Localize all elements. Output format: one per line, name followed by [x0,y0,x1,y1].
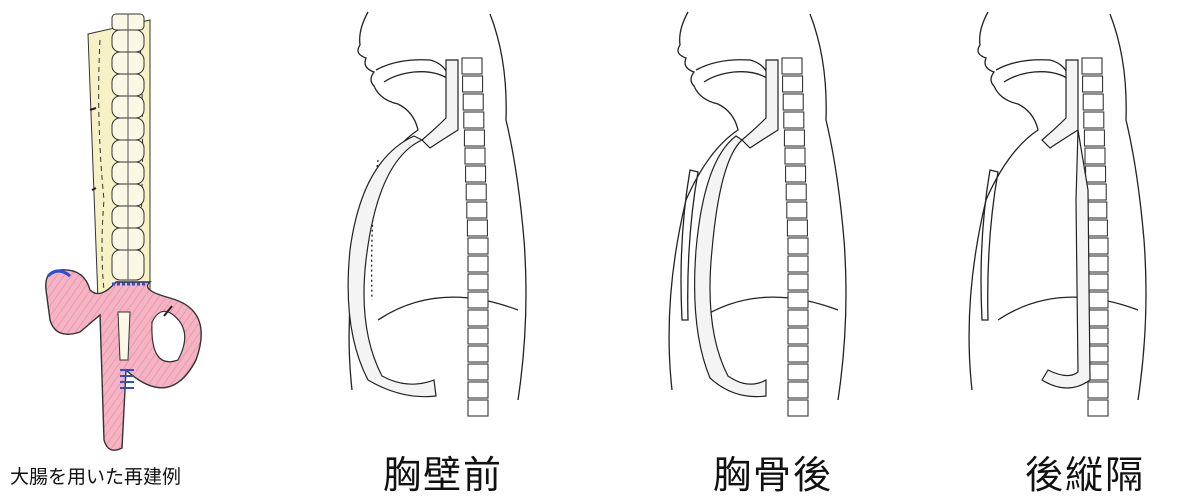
vertebra [784,130,804,146]
colon-reconstruction-illustration [0,0,300,492]
spine [462,58,488,416]
diaphragm [998,297,1138,320]
diaphragm [698,297,838,320]
vertebra [788,328,808,344]
vertebra [788,364,808,380]
vertebra [468,292,488,308]
vertebra [783,94,803,110]
vertebra [1083,76,1103,92]
vertebra [464,130,484,146]
conduit-path [1042,60,1078,148]
oral-cavity [696,60,770,82]
vertebra [468,346,488,362]
vertebra [1088,364,1108,380]
vertebra [468,382,488,398]
vertebra [1088,292,1108,308]
vertebra [467,220,487,236]
retrosternal-illustration [620,0,920,440]
body-outline [969,12,1146,400]
posterior-mediastinal-caption: 後縦隔 [1025,444,1145,499]
vertebra [1088,382,1108,398]
vertebra [787,202,807,218]
front-profile [969,12,1038,390]
vertebra [463,94,483,110]
conduit-path [422,60,458,148]
vertebra [788,400,808,416]
vertebra [468,238,488,254]
vertebra [1087,220,1107,236]
vertebra [1084,112,1104,128]
back-profile [1110,14,1146,400]
vertebra [1088,238,1108,254]
reconstruction-conduit [348,60,458,397]
spine [782,58,808,416]
antethoracic-illustration [300,0,600,440]
vertebra [1088,400,1108,416]
back-profile [490,14,526,400]
vertebra [468,256,488,272]
reconstruction-conduit [695,60,778,397]
vertebra [1086,166,1106,182]
posterior-mediastinal-panel: 後縦隔 [930,0,1190,492]
vertebra [1084,130,1104,146]
antethoracic-caption: 胸壁前 [383,444,503,499]
vertebra [1085,148,1105,164]
oral-cavity [376,60,450,82]
vertebra [788,292,808,308]
vertebra [468,400,488,416]
vertebra [463,76,483,92]
vertebra [468,274,488,290]
vertebra [788,310,808,326]
vertebra [785,148,805,164]
vertebra [1088,274,1108,290]
vertebra [1086,184,1106,200]
vertebra [788,238,808,254]
vertebra [468,310,488,326]
colon-example-caption: 大腸を用いた再建例 [10,462,181,489]
vertebra [786,184,806,200]
vertebra [784,112,804,128]
antethoracic-panel: 胸壁前 [300,0,600,492]
vertebra [462,58,482,74]
conduit-path [742,60,778,148]
retrosternal-panel: 胸骨後 [620,0,920,492]
vertebra [468,364,488,380]
conduit-path [348,136,436,397]
vertebra [1088,328,1108,344]
vertebra [1088,310,1108,326]
vertebra [468,328,488,344]
vertebra [465,148,485,164]
vertebra [788,256,808,272]
retrosternal-caption: 胸骨後 [713,444,833,499]
vertebra [1083,94,1103,110]
colon-reconstruction-panel: 大腸を用いた再建例 [0,0,300,492]
vertebra [1087,202,1107,218]
posterior-mediastinal-illustration [930,0,1190,440]
vertebra [788,382,808,398]
conduit-path [1042,130,1090,388]
vertebra [782,58,802,74]
vertebra [467,202,487,218]
conduit-path [695,136,766,397]
vertebra [788,274,808,290]
vertebra [466,166,486,182]
vertebra [466,184,486,200]
colon-conduit-segments [112,14,144,280]
vertebra [787,220,807,236]
back-profile [810,14,846,400]
body-outline [669,12,846,400]
vertebra [464,112,484,128]
vertebra [1082,58,1102,74]
vertebra [783,76,803,92]
vertebra [1088,256,1108,272]
vertebra [1088,346,1108,362]
oral-cavity [996,60,1070,82]
vertebra [788,346,808,362]
vertebra [786,166,806,182]
diaphragm [378,297,518,320]
